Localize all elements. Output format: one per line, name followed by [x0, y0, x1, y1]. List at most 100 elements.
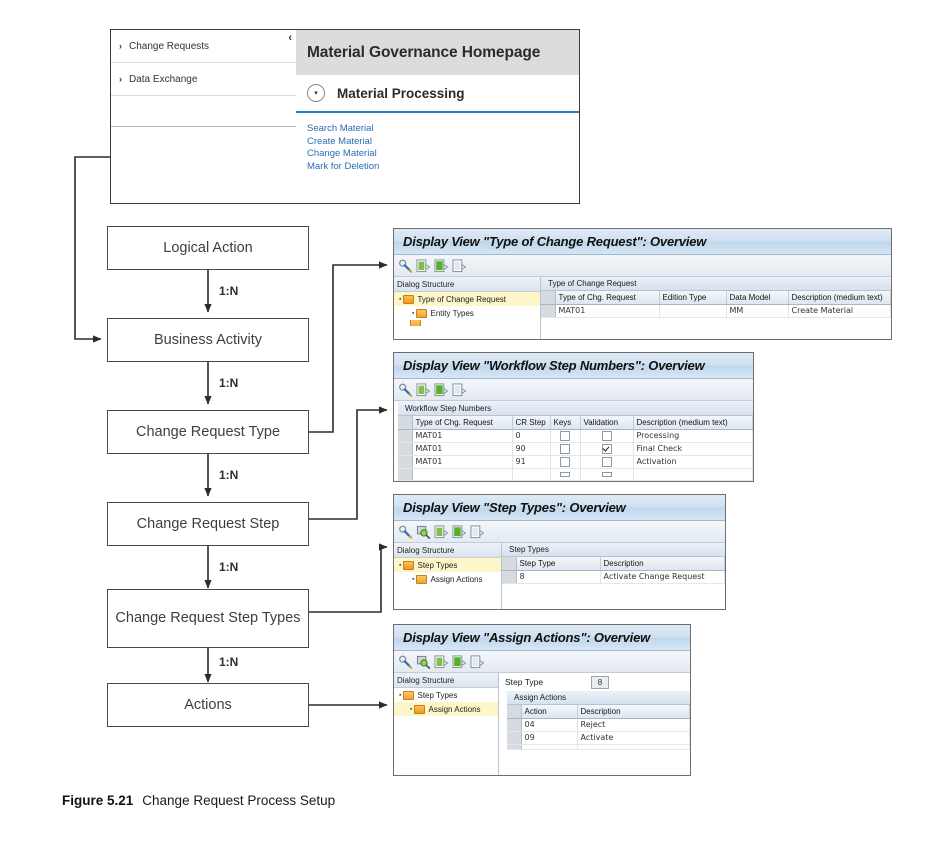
cell-description: Reject: [577, 718, 690, 732]
tree-expander-icon[interactable]: ▪: [399, 561, 402, 569]
tree-node-assign-actions[interactable]: ▪ Assign Actions: [394, 702, 498, 716]
cell-validation[interactable]: [580, 442, 634, 456]
row-selector[interactable]: [398, 429, 413, 443]
magnifier-pencil-icon[interactable]: [398, 655, 413, 669]
tree-node-assign-actions[interactable]: ▪ Assign Actions: [394, 572, 501, 586]
validation-checkbox[interactable]: [601, 471, 612, 477]
col-data-model[interactable]: Data Model: [726, 291, 789, 305]
tree-node-step-types[interactable]: ▪ Step Types: [394, 688, 498, 702]
tree-node-type-of-change-request[interactable]: ▪ Type of Change Request: [394, 292, 540, 306]
table-row[interactable]: MAT01 91 Activation: [398, 455, 753, 469]
sidebar-item-change-requests[interactable]: › Change Requests: [111, 30, 296, 63]
row-selector[interactable]: [398, 455, 413, 469]
table-row[interactable]: MAT01 0 Processing: [398, 429, 753, 443]
tree-node-step-types[interactable]: ▪ Step Types: [394, 558, 501, 572]
doc-grey-icon[interactable]: [470, 654, 485, 669]
cell-validation[interactable]: [580, 455, 634, 469]
keys-checkbox[interactable]: [560, 456, 570, 467]
sidebar-item-data-exchange[interactable]: › Data Exchange: [111, 63, 296, 96]
magnifier-pencil-icon[interactable]: [398, 525, 413, 539]
col-action[interactable]: Action: [521, 705, 578, 719]
row-select-header[interactable]: [398, 416, 413, 430]
table-row[interactable]: 8 Activate Change Request: [502, 570, 725, 584]
doc-green-icon[interactable]: [416, 258, 431, 273]
row-select-header[interactable]: [502, 557, 517, 571]
step-type-input[interactable]: 8: [591, 675, 609, 689]
validation-checkbox[interactable]: [601, 456, 612, 467]
table-caption: Type of Change Request: [541, 277, 891, 291]
col-description[interactable]: Description (medium text): [788, 291, 891, 305]
table-row[interactable]: 04 Reject: [507, 718, 690, 732]
doc-green-icon[interactable]: [434, 524, 449, 539]
table-step-types: Step Types Step Type Description 8 Activ…: [502, 543, 725, 609]
doc-green-icon[interactable]: [416, 382, 431, 397]
col-type-of-chg-request[interactable]: Type of Chg. Request: [555, 291, 660, 305]
link-create-material[interactable]: Create Material: [307, 135, 372, 147]
keys-checkbox[interactable]: [560, 430, 570, 441]
magnifier-green-icon[interactable]: [416, 655, 431, 669]
doc-green-filled-icon[interactable]: [434, 382, 449, 397]
tree-node-entity-types[interactable]: ▪ Entity Types: [394, 306, 540, 320]
doc-grey-icon[interactable]: [452, 382, 467, 397]
col-validation[interactable]: Validation: [580, 416, 634, 430]
tree-expander-icon[interactable]: ▪: [412, 309, 415, 317]
tree-expander-icon[interactable]: ▪: [412, 575, 415, 583]
row-select-header[interactable]: [541, 291, 556, 305]
table-row[interactable]: MAT01 MM Create Material: [541, 304, 891, 318]
validation-checkbox[interactable]: [601, 430, 612, 441]
keys-checkbox[interactable]: [560, 471, 570, 477]
doc-grey-icon[interactable]: [470, 524, 485, 539]
link-mark-for-deletion[interactable]: Mark for Deletion: [307, 160, 380, 172]
col-step-type[interactable]: Step Type: [516, 557, 601, 571]
flow-node-change-request-step: Change Request Step: [107, 502, 309, 546]
col-keys[interactable]: Keys: [550, 416, 581, 430]
row-selector[interactable]: [507, 718, 522, 732]
material-processing-section-header[interactable]: ▾ Material Processing: [296, 75, 579, 113]
row-selector[interactable]: [502, 570, 517, 584]
cell-keys[interactable]: [550, 442, 581, 456]
doc-green-icon[interactable]: [434, 654, 449, 669]
row-selector[interactable]: [398, 442, 413, 456]
doc-green-filled-icon[interactable]: [434, 258, 449, 273]
row-selector[interactable]: [507, 731, 522, 745]
magnifier-pencil-icon[interactable]: [398, 383, 413, 397]
relation-label: 1:N: [219, 655, 239, 669]
row-selector[interactable]: [541, 304, 556, 318]
cell-validation[interactable]: [580, 429, 634, 443]
col-edition-type[interactable]: Edition Type: [659, 291, 727, 305]
tree-expander-icon[interactable]: ▪: [399, 295, 402, 303]
col-type-of-chg-request[interactable]: Type of Chg. Request: [412, 416, 513, 430]
doc-grey-icon[interactable]: [452, 258, 467, 273]
table-row[interactable]: 09 Activate: [507, 731, 690, 745]
tree-expander-icon[interactable]: ▪: [399, 691, 402, 699]
cell-keys[interactable]: [550, 468, 581, 481]
keys-checkbox[interactable]: [560, 443, 570, 454]
panel-toolbar: [394, 255, 891, 277]
link-search-material[interactable]: Search Material: [307, 123, 374, 134]
tree-node-label: Step Types: [417, 690, 458, 700]
col-cr-step[interactable]: CR Step: [512, 416, 551, 430]
chevron-down-icon[interactable]: ▾: [307, 84, 325, 102]
cell-keys[interactable]: [550, 429, 581, 443]
collapse-sidebar-icon[interactable]: ‹: [288, 32, 292, 44]
row-selector[interactable]: [507, 744, 522, 750]
tree-node-label: Step Types: [417, 560, 458, 570]
col-description[interactable]: Description: [600, 557, 725, 571]
cell-cr-step: 90: [512, 442, 551, 456]
magnifier-pencil-icon[interactable]: [398, 259, 413, 273]
link-change-material[interactable]: Change Material: [307, 148, 377, 160]
cell-validation[interactable]: [580, 468, 634, 481]
row-selector[interactable]: [398, 468, 413, 481]
tree-expander-icon[interactable]: ▪: [410, 705, 413, 713]
row-select-header[interactable]: [507, 705, 522, 719]
validation-checkbox[interactable]: [601, 443, 612, 454]
col-description[interactable]: Description (medium text): [633, 416, 753, 430]
cell-keys[interactable]: [550, 455, 581, 469]
table-row[interactable]: MAT01 90 Final Check: [398, 442, 753, 456]
doc-green-filled-icon[interactable]: [452, 654, 467, 669]
doc-green-filled-icon[interactable]: [452, 524, 467, 539]
col-description[interactable]: Description: [577, 705, 690, 719]
sidebar-item-label: Change Requests: [129, 40, 210, 52]
magnifier-green-icon[interactable]: [416, 525, 431, 539]
panel-toolbar: [394, 521, 725, 543]
